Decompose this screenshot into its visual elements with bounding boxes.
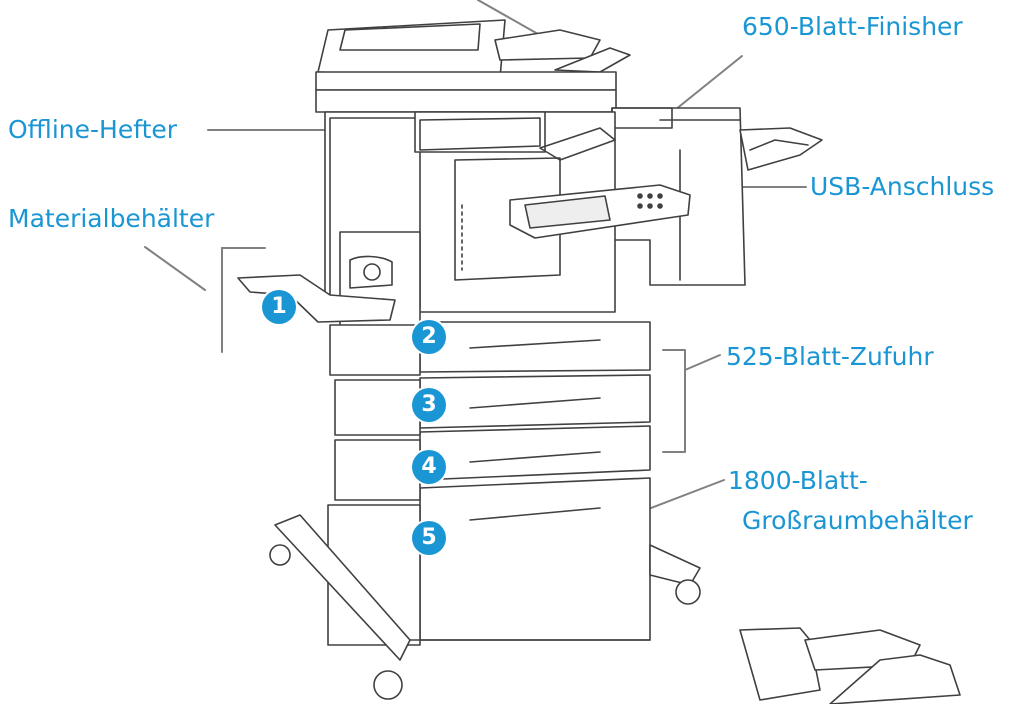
badge-1: 1 bbox=[262, 290, 296, 324]
badge-5: 5 bbox=[412, 521, 446, 555]
leader-tray bbox=[684, 354, 721, 371]
badge-3: 3 bbox=[412, 388, 446, 422]
badge-4: 4 bbox=[412, 450, 446, 484]
label-finisher: 650-Blatt-Finisher bbox=[742, 12, 963, 41]
leader-bypass-a bbox=[144, 246, 206, 291]
label-hcf-line1: 1800-Blatt- bbox=[728, 466, 868, 495]
control-panel-illustration bbox=[509, 184, 691, 239]
leader-hcf bbox=[637, 479, 725, 514]
leader-tray-bracket bbox=[662, 349, 686, 453]
badge-2: 2 bbox=[412, 320, 446, 354]
label-usb-port: USB-Anschluss bbox=[810, 172, 995, 201]
label-bypass-tray: Materialbehälter bbox=[8, 204, 215, 233]
document-feeder bbox=[315, 19, 631, 113]
paper-trays bbox=[327, 321, 651, 646]
label-hcf-line2: Großraumbehälter bbox=[742, 506, 973, 535]
leader-lines bbox=[144, 0, 807, 514]
stand-base bbox=[269, 514, 701, 700]
inset-detail bbox=[739, 627, 961, 704]
label-offline-stapler: Offline-Hefter bbox=[8, 115, 178, 144]
leader-top bbox=[477, 0, 546, 39]
label-tray-feeder: 525-Blatt-Zufuhr bbox=[726, 342, 934, 371]
